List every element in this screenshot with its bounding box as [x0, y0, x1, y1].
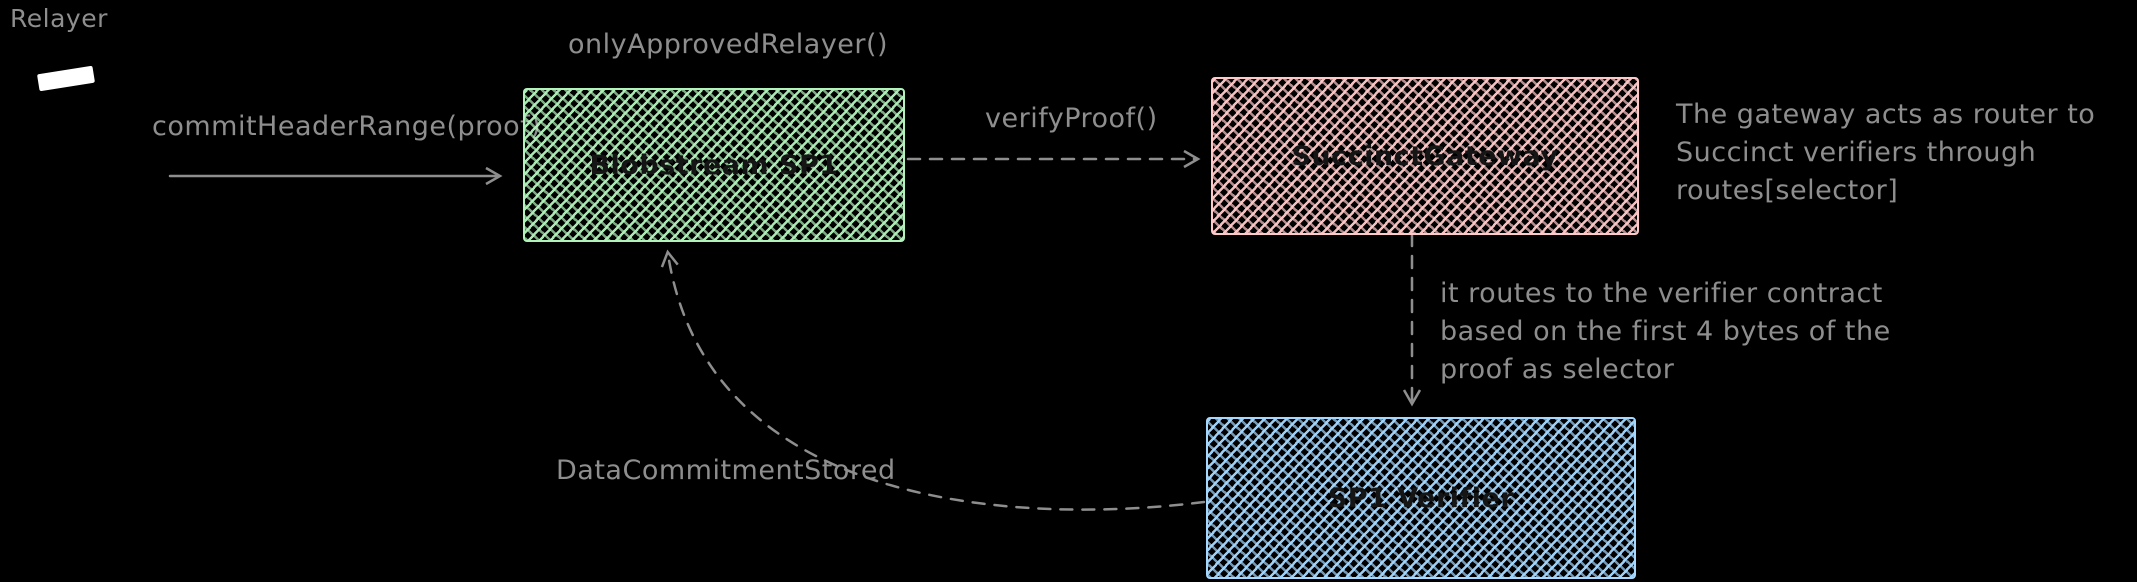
- node-succinct-gateway-label: SuccinctGateway: [1291, 140, 1559, 172]
- node-sp1-verifier-label: SP1 Verifier: [1327, 482, 1515, 514]
- edge-callback-label: DataCommitmentStored: [556, 455, 896, 486]
- node-succinct-gateway: SuccinctGateway: [1211, 77, 1639, 235]
- node-blobstream-sp1: Blobstream SP1: [523, 88, 905, 242]
- relayer-label: Relayer: [10, 4, 108, 33]
- relayer-marker: [37, 65, 95, 92]
- annotation-routing-selector-note: it routes to the verifier contract based…: [1440, 278, 1891, 385]
- edge-commit-label: commitHeaderRange(proof): [152, 111, 542, 142]
- annotation-only-approved-relayer: onlyApprovedRelayer(): [568, 29, 889, 60]
- node-blobstream-sp1-label: Blobstream SP1: [589, 149, 839, 181]
- node-sp1-verifier: SP1 Verifier: [1206, 417, 1636, 579]
- edge-verify-label: verifyProof(): [985, 103, 1158, 134]
- annotation-gateway-router-note: The gateway acts as router to Succinct v…: [1676, 99, 2096, 206]
